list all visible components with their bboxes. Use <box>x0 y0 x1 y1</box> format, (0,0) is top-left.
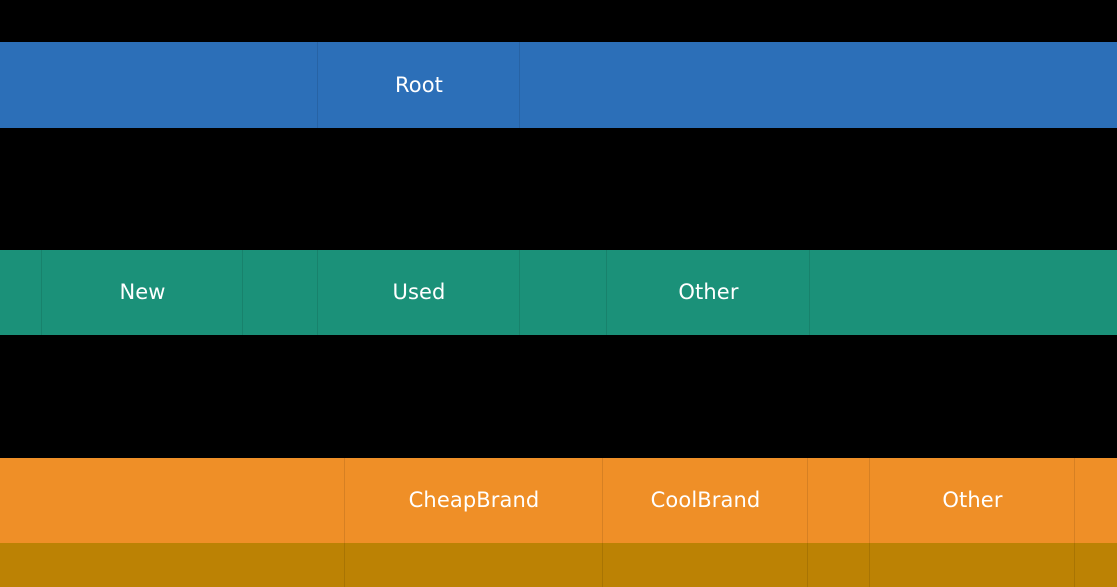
icicle-level-root-level: Root <box>0 42 1117 128</box>
icicle-node-label: Root <box>395 72 443 97</box>
icicle-node-label: Other <box>942 488 1003 512</box>
icicle-level-brand-level: CheapBrand CoolBrand Other <box>0 458 1117 543</box>
icicle-node-label: CoolBrand <box>650 488 761 512</box>
icicle-node-1-1-new[interactable]: New <box>42 250 243 335</box>
icicle-node-2-5-filler[interactable] <box>1075 458 1117 543</box>
icicle-node-label: Other <box>678 280 739 304</box>
icicle-node-1-2-filler[interactable] <box>243 250 318 335</box>
icicle-node-1-4-filler[interactable] <box>520 250 607 335</box>
icicle-node-2-3-filler[interactable] <box>808 458 870 543</box>
icicle-node-3-4-filler[interactable] <box>870 543 1075 587</box>
icicle-node-2-4-other[interactable]: Other <box>870 458 1075 543</box>
icicle-node-3-2-filler[interactable] <box>603 543 808 587</box>
icicle-node-1-0-filler[interactable] <box>0 250 42 335</box>
icicle-node-label: New <box>119 280 166 304</box>
icicle-node-label: Used <box>392 280 446 304</box>
icicle-node-label: CheapBrand <box>408 488 540 512</box>
icicle-node-3-0-filler[interactable] <box>0 543 345 587</box>
icicle-node-0-0-filler[interactable] <box>0 42 318 128</box>
icicle-node-0-1-root[interactable]: Root <box>318 42 520 128</box>
icicle-level-condition-level: New Used Other <box>0 250 1117 335</box>
icicle-node-1-6-filler[interactable] <box>810 250 1117 335</box>
icicle-node-0-2-filler[interactable] <box>520 42 1117 128</box>
icicle-node-2-2-coolbrand[interactable]: CoolBrand <box>603 458 808 543</box>
icicle-node-1-3-used[interactable]: Used <box>318 250 520 335</box>
icicle-node-3-1-filler[interactable] <box>345 543 603 587</box>
icicle-node-2-1-cheapbrand[interactable]: CheapBrand <box>345 458 603 543</box>
icicle-node-2-0-filler[interactable] <box>0 458 345 543</box>
icicle-node-1-5-other[interactable]: Other <box>607 250 810 335</box>
icicle-node-3-5-filler[interactable] <box>1075 543 1117 587</box>
icicle-node-3-3-filler[interactable] <box>808 543 870 587</box>
icicle-level-leaf-level <box>0 543 1117 587</box>
